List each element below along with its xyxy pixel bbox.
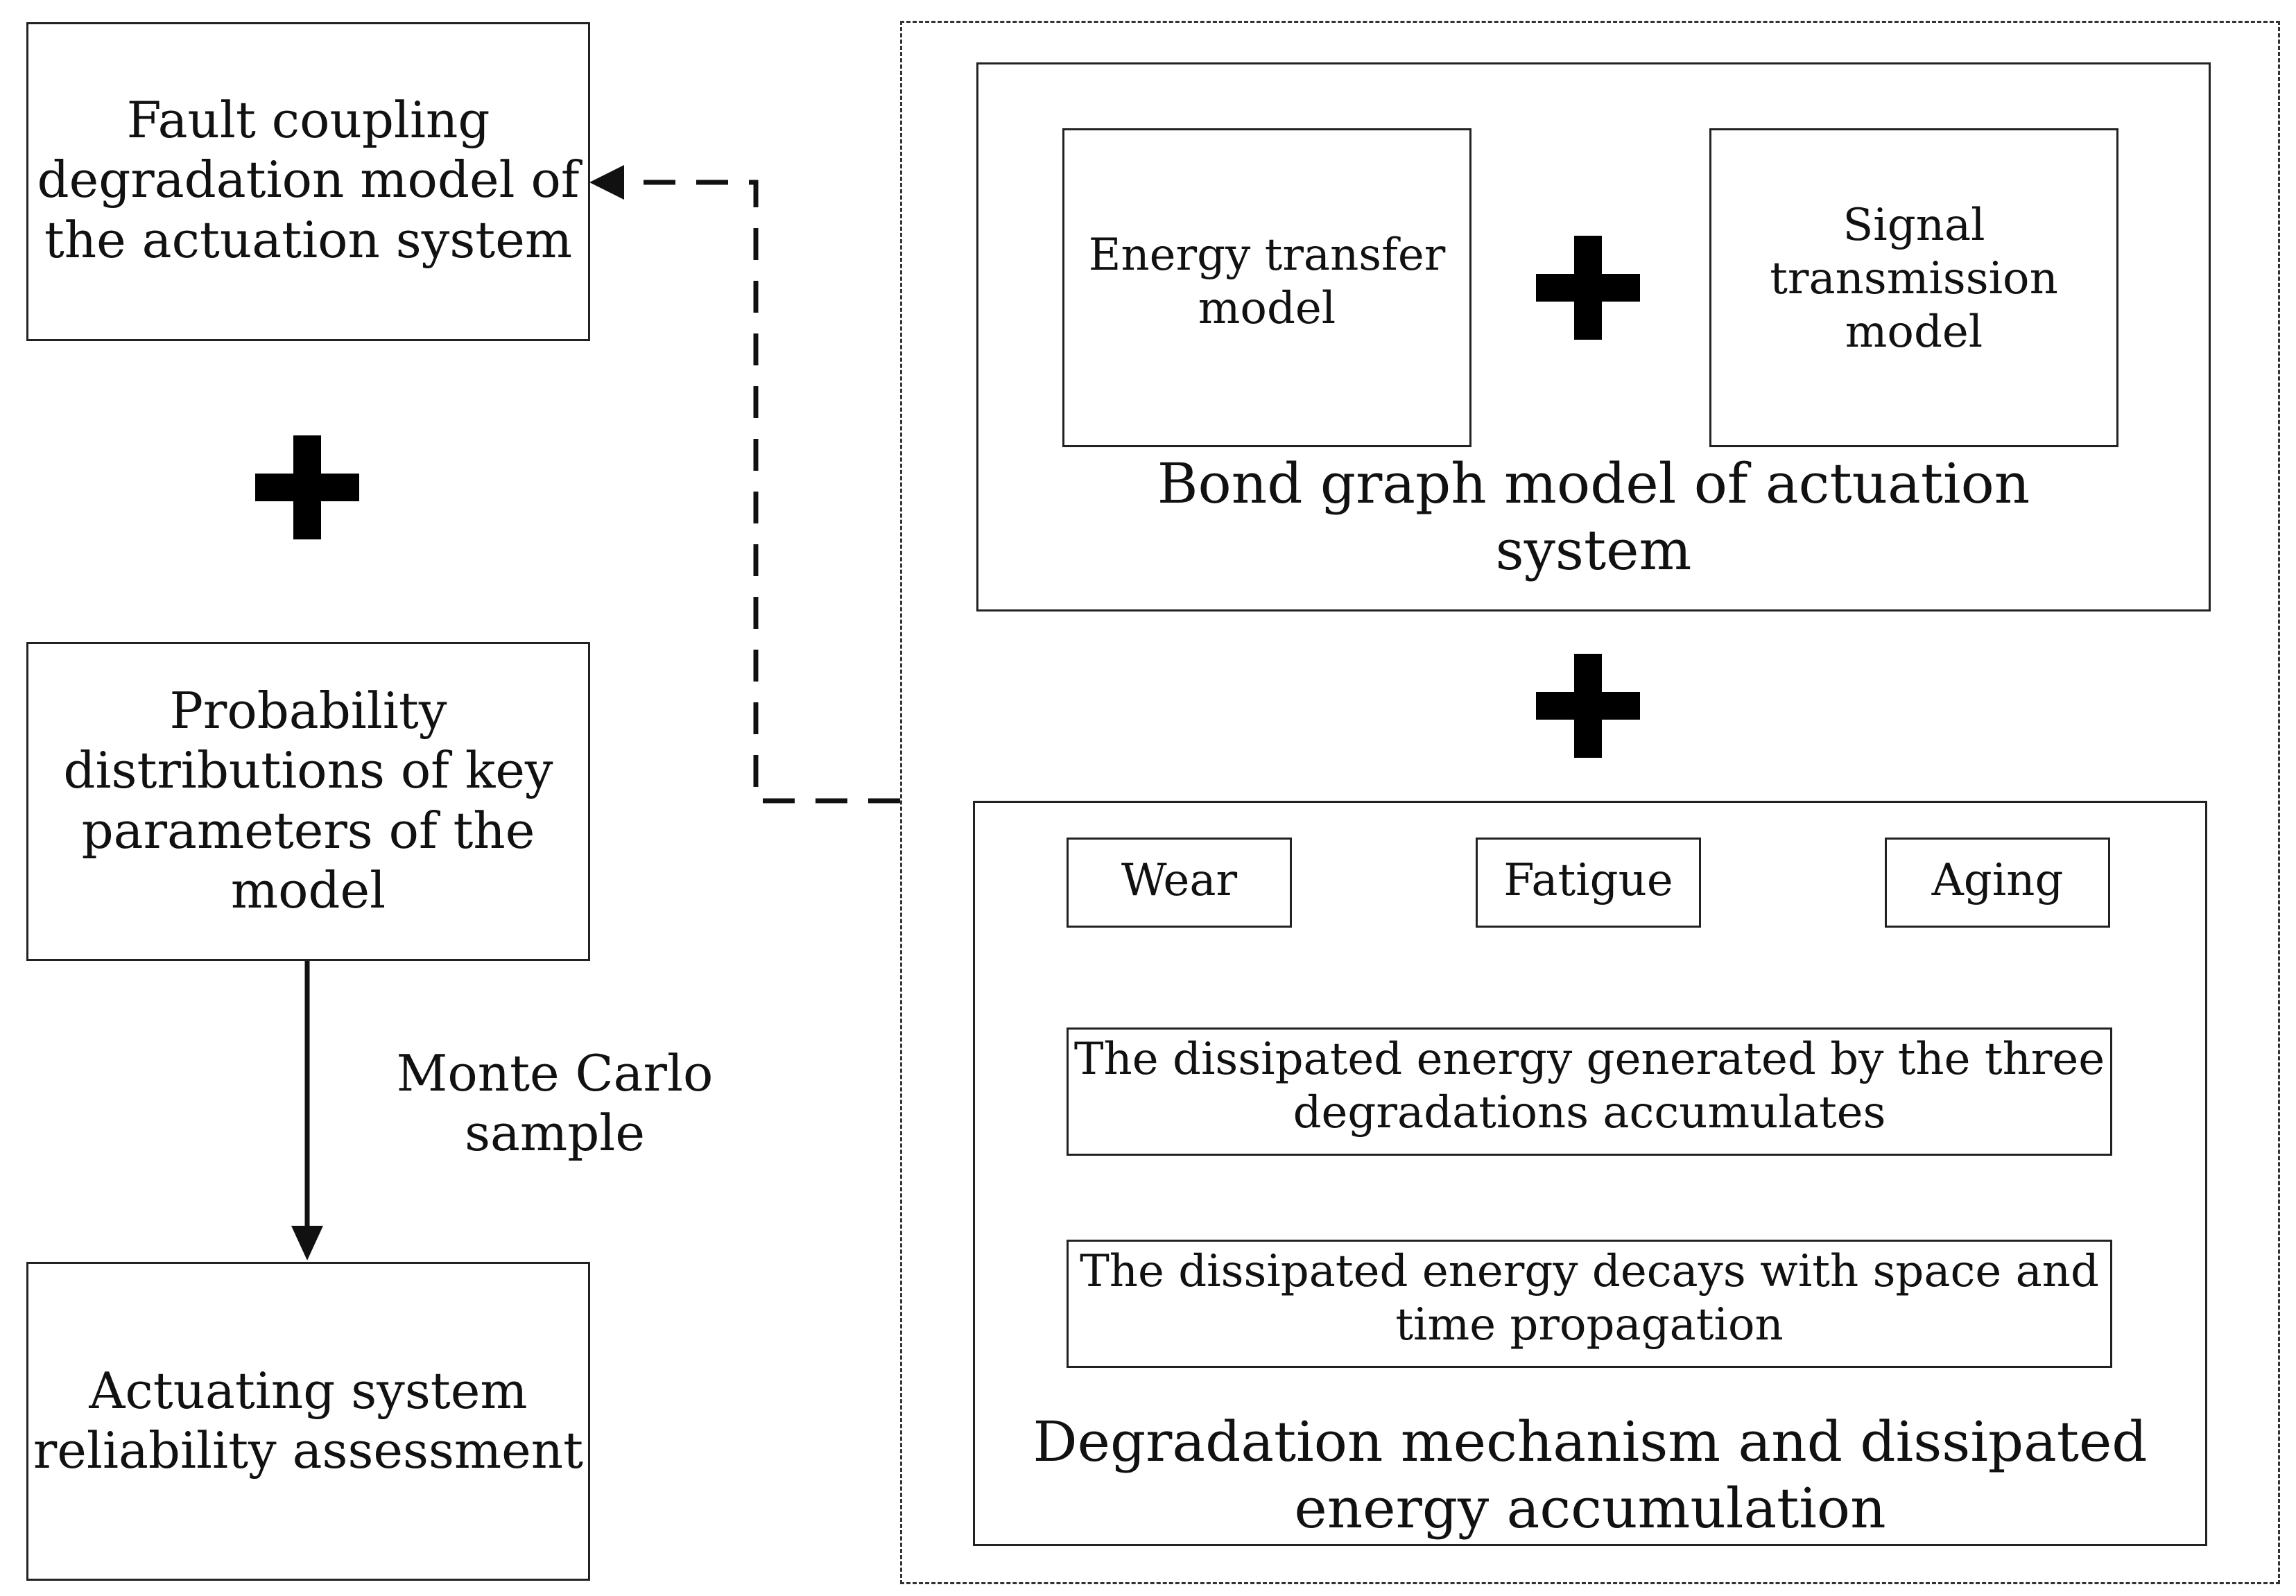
signal-transmission-box (1709, 128, 2118, 447)
wear-box (1067, 838, 1292, 928)
monte-carlo-label: Monte Carlo sample (396, 1044, 714, 1163)
energy-decays-label: The dissipated energy decays with space … (1080, 1246, 2099, 1351)
reliability-assessment-box (26, 1262, 590, 1581)
probability-distribution-label: Probability distributions of key paramet… (63, 682, 553, 920)
plus-icon (255, 435, 359, 539)
signal-transmission-label: Signal transmission model (1770, 200, 2058, 358)
energy-accumulates-box (1067, 1027, 2112, 1156)
model-frame-dashed (900, 21, 2280, 1584)
plus-icon (1536, 236, 1640, 340)
wear-label: Wear (1121, 855, 1238, 906)
fault-coupling-model-label: Fault coupling degradation model of the … (37, 91, 580, 269)
probability-distribution-box (26, 642, 590, 961)
aging-label: Aging (1931, 855, 2064, 906)
degradation-mechanism-title: Degradation mechanism and dissipated ene… (1033, 1409, 2148, 1541)
dashed-feedback-arrowhead (589, 165, 624, 200)
energy-transfer-box (1062, 128, 1471, 447)
bond-graph-title: Bond graph model of actuation system (1157, 451, 2030, 582)
fault-coupling-model-box (26, 22, 590, 341)
fatigue-label: Fatigue (1503, 855, 1673, 906)
energy-accumulates-label: The dissipated energy generated by the t… (1073, 1034, 2105, 1138)
plus-icon (1536, 654, 1640, 758)
energy-decays-box (1067, 1240, 2112, 1368)
fatigue-box (1476, 838, 1701, 928)
aging-box (1885, 838, 2110, 928)
monte-carlo-arrowhead (291, 1226, 323, 1260)
dashed-feedback-line (621, 180, 900, 804)
energy-transfer-label: Energy transfer model (1088, 229, 1446, 334)
reliability-assessment-label: Actuating system reliability assessment (33, 1362, 584, 1480)
